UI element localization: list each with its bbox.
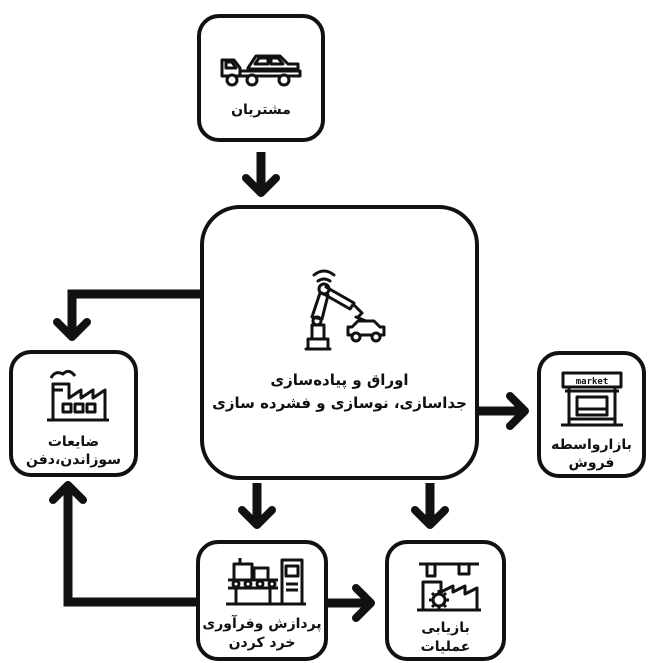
arrowhead-market — [506, 392, 529, 430]
processing-title: پردازش وفرآوری — [202, 616, 322, 632]
arrowhead-customers — [242, 174, 280, 197]
market-subtitle: فروش — [568, 455, 615, 471]
market-box: market بازارواسطه فروش — [537, 351, 646, 478]
recovery-subtitle: عملیات — [420, 639, 471, 655]
recovery-box: بازیابی عملیات — [385, 540, 506, 661]
processing-box: پردازش وفرآوری خرد کردن — [196, 540, 328, 661]
market-sign-text: market — [576, 377, 609, 387]
customers-label: مشتریان — [231, 102, 291, 118]
robot-arm-icon — [304, 269, 386, 351]
factory-icon — [47, 369, 109, 422]
arrow-processing-to-waste — [63, 490, 196, 607]
arrow-center-to-waste — [67, 289, 200, 335]
customers-box: مشتریان — [197, 14, 325, 142]
market-title: بازارواسطه — [551, 437, 632, 453]
waste-box: ضایعات سوزاندن،دفن — [9, 350, 138, 477]
conveyor-machine-icon — [226, 558, 306, 606]
arrowhead-waste-up — [49, 481, 87, 504]
arrowhead-waste — [53, 318, 91, 341]
arrowhead-processing — [238, 506, 276, 529]
tow-truck-icon — [220, 54, 302, 87]
arrowhead-recovery — [411, 506, 449, 529]
dismantling-subtitle: جداسازی، نوسازی و فشرده سازی — [212, 394, 467, 412]
gear-factory-icon — [417, 562, 481, 612]
recovery-title: بازیابی — [421, 620, 470, 636]
market-stall-icon: market — [561, 371, 623, 427]
dismantling-title: اوراق و پیاده‌سازی — [270, 371, 409, 389]
arrowhead-recovery-side — [352, 584, 375, 622]
waste-subtitle: سوزاندن،دفن — [26, 452, 121, 468]
dismantling-box: اوراق و پیاده‌سازی جداسازی، نوسازی و فشر… — [200, 205, 479, 480]
waste-title: ضایعات — [47, 434, 100, 450]
processing-subtitle: خرد کردن — [228, 635, 296, 651]
